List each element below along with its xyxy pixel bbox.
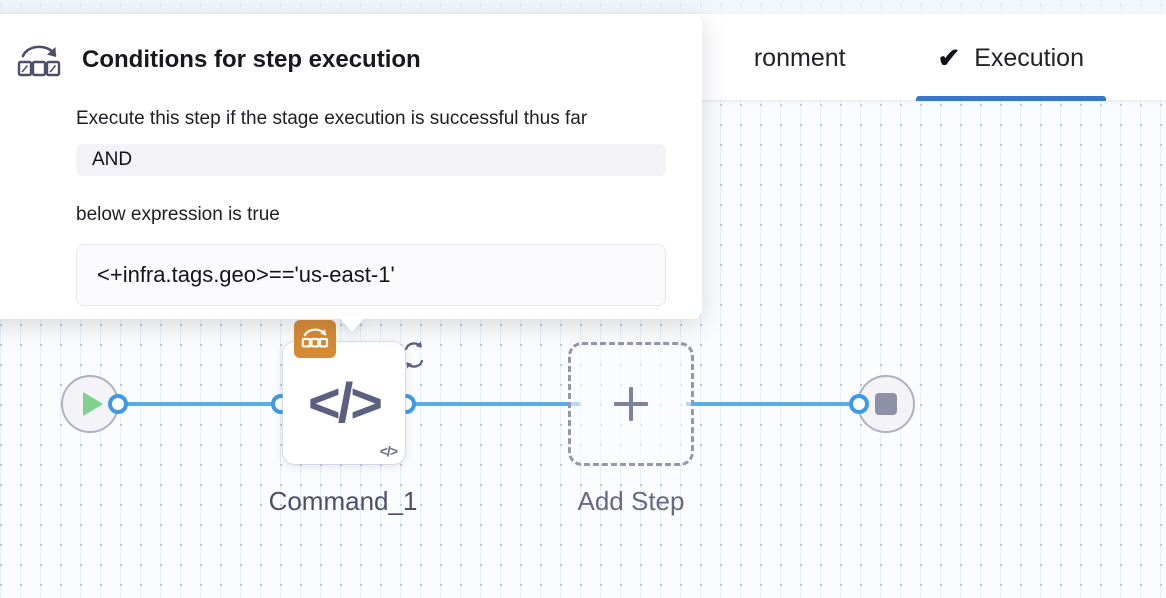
condition-expression-field[interactable]: <+infra.tags.geo>=='us-east-1' xyxy=(76,244,666,306)
popover-body: Execute this step if the stage execution… xyxy=(0,108,684,306)
condition-description-2: below expression is true xyxy=(76,204,280,225)
retry-loop-icon xyxy=(404,341,424,369)
popover-header: Conditions for step execution xyxy=(0,40,684,80)
add-step-button[interactable] xyxy=(568,342,694,466)
tab-execution[interactable]: ✔ Execution xyxy=(915,15,1107,101)
condition-operator-field[interactable]: AND xyxy=(76,144,666,176)
popover-title: Conditions for step execution xyxy=(82,46,421,73)
conditional-execution-icon xyxy=(17,45,61,77)
code-corner-icon: </> xyxy=(379,443,398,459)
step-condition-popover: Conditions for step execution Execute th… xyxy=(0,14,702,319)
stop-icon xyxy=(875,393,897,415)
tab-execution-label: Execution xyxy=(974,43,1084,72)
popover-pointer xyxy=(338,316,366,332)
edge-step-to-addstep xyxy=(400,402,580,406)
pipeline-tabs: ronment ✔ Execution xyxy=(0,14,1166,102)
code-icon: </> xyxy=(308,371,383,434)
check-icon: ✔ xyxy=(937,42,961,73)
tab-environment-label: ronment xyxy=(753,43,846,72)
condition-description-1: Execute this step if the stage execution… xyxy=(76,108,588,129)
port-start-output[interactable] xyxy=(108,394,128,414)
tab-environment[interactable]: ronment xyxy=(732,15,880,101)
plus-icon xyxy=(614,387,648,421)
condition-expression-value: <+infra.tags.geo>=='us-east-1' xyxy=(97,262,395,287)
add-step-label: Add Step xyxy=(577,486,685,516)
condition-operator-value: AND xyxy=(92,149,133,170)
edge-addstep-to-end xyxy=(686,402,866,406)
conditional-execution-icon[interactable] xyxy=(294,320,336,358)
step-node-command-1[interactable]: </> </> xyxy=(283,320,424,464)
step-node-label: Command_1 xyxy=(268,486,418,516)
port-end-input[interactable] xyxy=(849,394,869,414)
edge-start-to-step xyxy=(112,402,292,406)
play-icon xyxy=(83,392,103,416)
